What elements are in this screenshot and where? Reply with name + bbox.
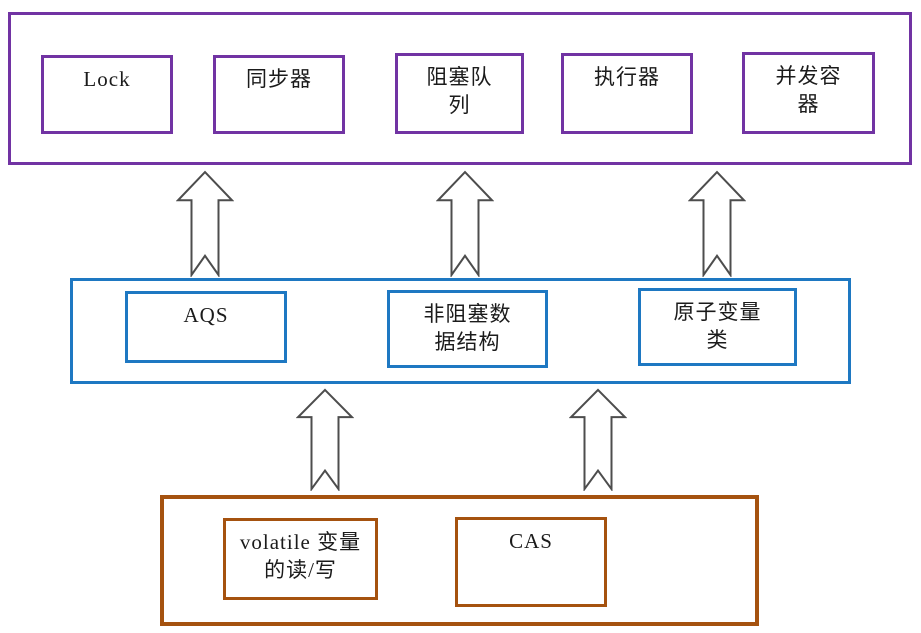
up-arrow-shape: [176, 170, 234, 277]
up-arrow-bottom-to-middle-left: [296, 388, 354, 491]
up-arrow-shape: [688, 170, 746, 277]
up-arrow-shape: [436, 170, 494, 277]
up-arrow-middle-to-top-left: [176, 170, 234, 277]
box-blocking-queue: 阻塞队 列: [395, 53, 524, 134]
up-arrow-middle-to-top-right: [688, 170, 746, 277]
box-volatile-read-write: volatile 变量 的读/写: [223, 518, 378, 600]
box-atomic-variable-class: 原子变量 类: [638, 288, 797, 366]
up-arrow-bottom-to-middle-right: [569, 388, 627, 491]
up-arrow-middle-to-top-center: [436, 170, 494, 277]
box-cas: CAS: [455, 517, 607, 607]
up-arrow-shape: [569, 388, 627, 491]
box-synchronizer: 同步器: [213, 55, 345, 134]
box-concurrent-container: 并发容 器: [742, 52, 875, 134]
box-nonblocking-data-structure: 非阻塞数 据结构: [387, 290, 548, 368]
up-arrow-shape: [296, 388, 354, 491]
box-executor: 执行器: [561, 53, 693, 134]
box-aqs: AQS: [125, 291, 287, 363]
box-lock: Lock: [41, 55, 173, 134]
